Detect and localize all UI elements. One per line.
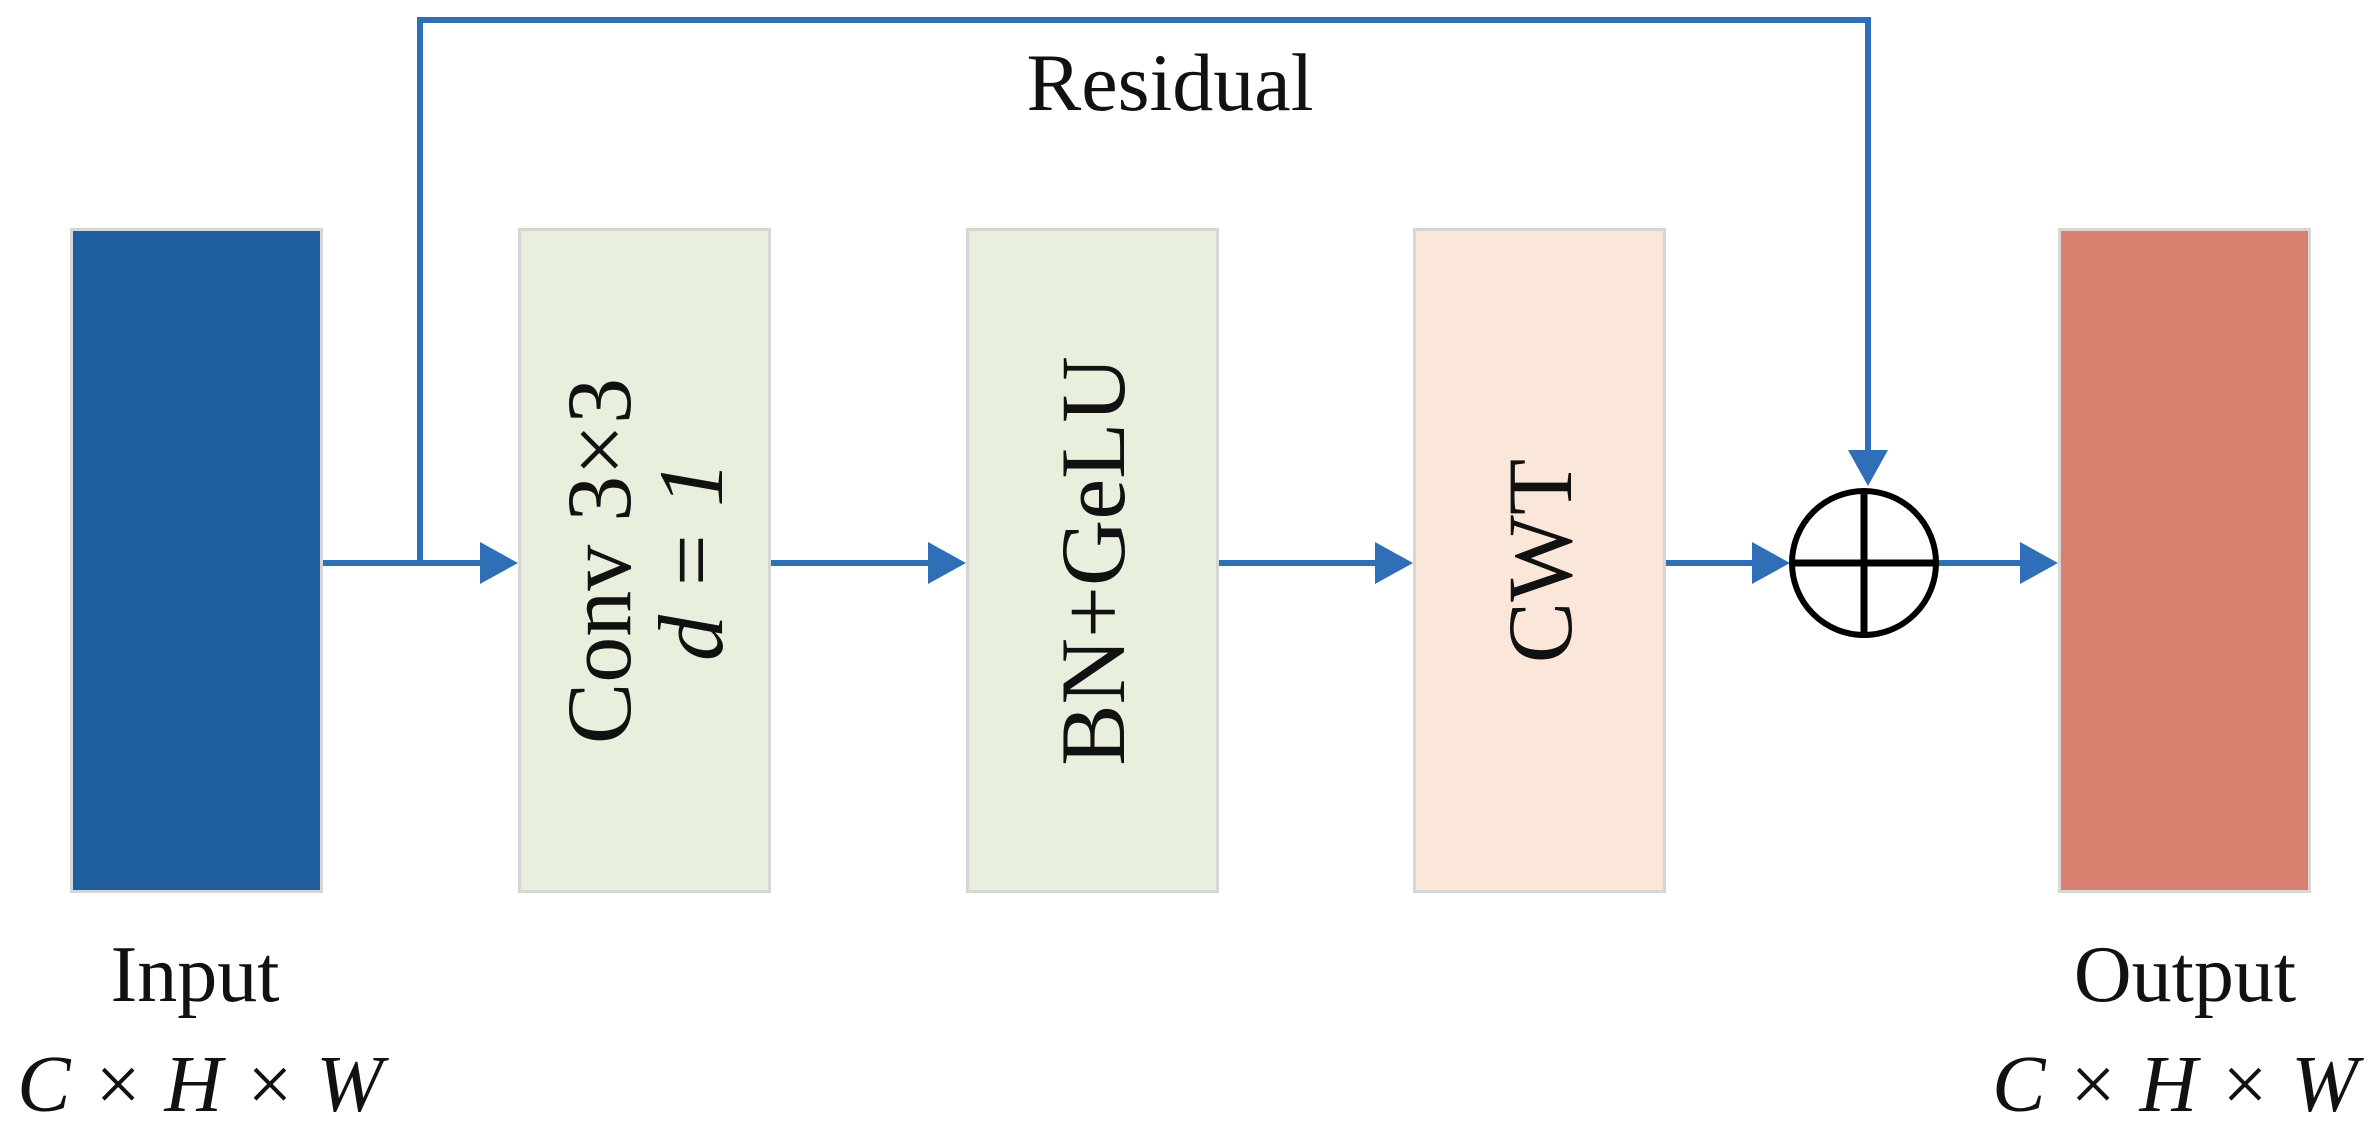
arrowhead-conv (480, 542, 518, 584)
input-block (70, 228, 323, 893)
residual-connection-line (417, 17, 1871, 563)
cwt-block: CWT (1413, 228, 1666, 893)
output-block (2058, 228, 2311, 893)
input-dims: C × H × W (17, 1041, 383, 1129)
conv-block-label: Conv 3×3 d = 1 (547, 377, 742, 744)
conv-block: Conv 3×3 d = 1 (518, 228, 771, 893)
arrowhead-add (1752, 542, 1790, 584)
output-dims: C × H × W (1992, 1041, 2358, 1129)
conv-label-line1: Conv 3×3 (547, 377, 650, 744)
cwt-label: CWT (1488, 458, 1591, 663)
residual-label: Residual (1026, 37, 1314, 128)
circled-plus-icon (1789, 488, 1939, 638)
conv-label-line2: d = 1 (639, 460, 742, 661)
bn-gelu-block: BN+GeLU (966, 228, 1219, 893)
arrowhead-bn (928, 542, 966, 584)
residual-arrowhead (1848, 450, 1888, 486)
arrowhead-output (2020, 542, 2058, 584)
output-label: Output (2073, 931, 2297, 1019)
bn-gelu-label: BN+GeLU (1041, 355, 1144, 766)
arrowhead-cwt (1375, 542, 1413, 584)
input-label: Input (110, 931, 280, 1019)
